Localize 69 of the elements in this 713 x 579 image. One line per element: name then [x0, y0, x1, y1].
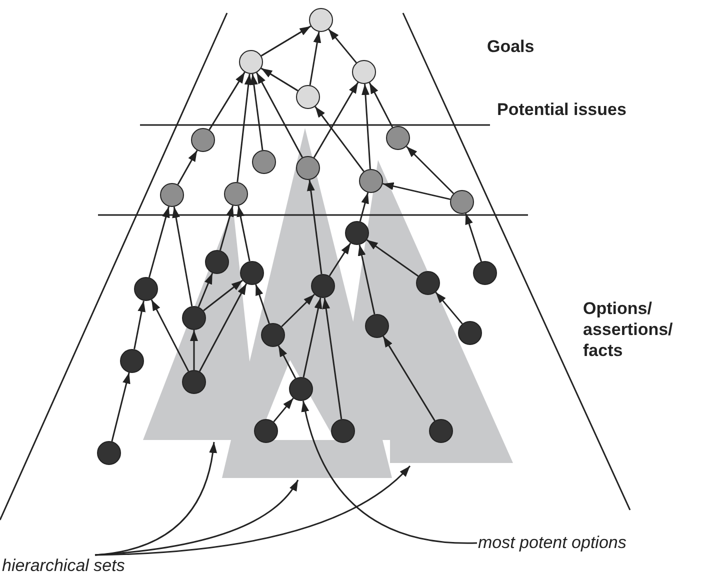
arrow [358, 244, 376, 314]
arrow [435, 292, 463, 324]
option-circle [289, 377, 313, 401]
arrow [260, 26, 312, 56]
arrow [219, 205, 234, 251]
arrow [198, 283, 248, 372]
arrow [314, 106, 364, 172]
arrow [190, 330, 198, 370]
arrow [328, 28, 357, 64]
arrow [313, 82, 359, 158]
arrow [281, 294, 315, 328]
issue-circle [191, 128, 215, 152]
option-circle [345, 221, 369, 245]
arrow [464, 213, 482, 262]
goal-circle [309, 8, 333, 32]
arrow [368, 82, 394, 128]
option-circle [240, 261, 264, 285]
issue-circle [160, 183, 184, 207]
leader-line [302, 400, 477, 544]
goal-circle [296, 85, 320, 109]
option-circle [182, 306, 206, 330]
option-circle [205, 250, 229, 274]
arrow [256, 72, 303, 158]
issue-circle [224, 182, 248, 206]
arrow [278, 345, 296, 379]
arrow [322, 298, 342, 420]
option-circle [97, 441, 121, 465]
arrow [111, 372, 130, 442]
option-circle [458, 321, 482, 345]
option-circle [473, 261, 497, 285]
arrow [148, 206, 170, 278]
tier-label: Options/ assertions/ facts [583, 298, 674, 361]
arrow [328, 242, 352, 276]
arrow [250, 74, 264, 150]
option-circle [120, 349, 144, 373]
arrow [260, 68, 298, 92]
option-circle [134, 277, 158, 301]
arrow [236, 206, 250, 262]
arrow [306, 180, 322, 274]
tier-label: Goals [487, 36, 534, 57]
arrow [203, 280, 243, 312]
callout-text: most potent options [478, 532, 626, 554]
issue-circle [450, 190, 474, 214]
leader-line [94, 465, 411, 556]
arrow [382, 182, 450, 200]
arrow [359, 192, 369, 222]
arrow [366, 239, 419, 277]
arrow [302, 298, 322, 378]
arrow [134, 300, 146, 350]
tier-label: Potential issues [497, 99, 626, 120]
arrow [236, 74, 252, 182]
goal-circle [352, 60, 376, 84]
arrow [198, 272, 214, 308]
arrow [382, 336, 436, 422]
callout-text: hierarchical sets [2, 555, 125, 577]
arrow [208, 72, 246, 130]
arrow [177, 150, 198, 185]
issue-circle [252, 150, 276, 174]
arrow [255, 284, 270, 324]
arrow [406, 146, 454, 194]
issue-circle [296, 156, 320, 180]
issue-circle [359, 169, 383, 193]
arrow [172, 206, 193, 306]
arrow [309, 32, 322, 86]
issue-circle [386, 126, 410, 150]
arrow [150, 299, 190, 372]
arrow [362, 84, 371, 170]
arrow [273, 398, 294, 422]
goal-circle [239, 50, 263, 74]
